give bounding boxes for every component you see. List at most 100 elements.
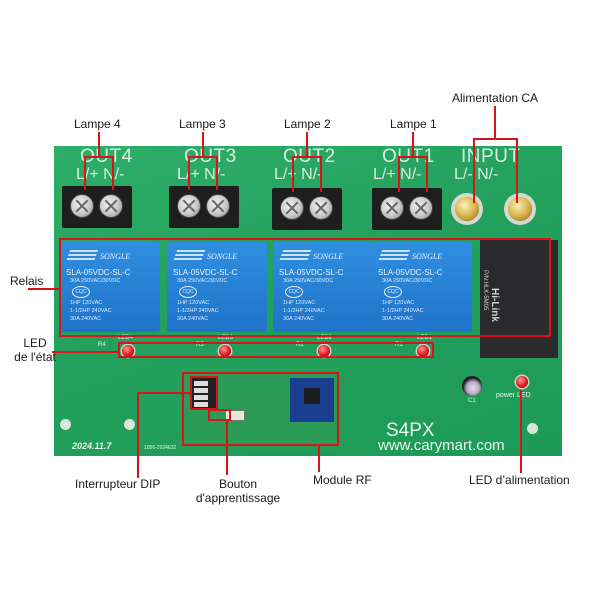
leader-line bbox=[137, 392, 139, 478]
relay-spec: 1HP 120VAC bbox=[70, 300, 103, 306]
leader-line bbox=[473, 138, 475, 203]
power-led-label: power LED bbox=[496, 392, 531, 399]
callout-lampe-3: Lampe 3 bbox=[179, 117, 226, 131]
relay-brand: SONGLE bbox=[313, 252, 344, 261]
learn-button[interactable] bbox=[225, 410, 245, 421]
board-website: www.carymart.com bbox=[378, 437, 505, 454]
rf-module-chip bbox=[290, 378, 334, 422]
leader-line bbox=[226, 421, 228, 475]
board-serial: 1056-2024632 bbox=[144, 445, 177, 451]
callout-bouton-line1: Bouton bbox=[218, 477, 258, 491]
leader-line bbox=[426, 156, 428, 192]
leader-line bbox=[112, 156, 114, 190]
leader-line bbox=[292, 156, 322, 158]
relay-brand: SONGLE bbox=[207, 252, 238, 261]
cqc-mark-icon: CQC bbox=[285, 286, 303, 298]
relay-spec: 30A 250VAC/30VDC bbox=[382, 278, 433, 284]
cqc-mark-icon: CQC bbox=[384, 286, 402, 298]
leader-line bbox=[398, 156, 400, 192]
relay-spec: 1-1/2HP 240VAC bbox=[382, 308, 424, 314]
callout-led-alimentation: LED d’alimentation bbox=[469, 473, 570, 487]
relay-model: SLA-05VDC-SL-C bbox=[173, 268, 238, 277]
callout-lampe-2: Lampe 2 bbox=[284, 117, 331, 131]
relay-brand: SONGLE bbox=[412, 252, 443, 261]
led-label: LED3 bbox=[218, 335, 234, 341]
dip-highlight-box bbox=[190, 376, 218, 410]
leader-line bbox=[188, 156, 218, 158]
leader-line bbox=[98, 132, 100, 157]
relay-spec: 30A 240VAC bbox=[283, 316, 315, 322]
leader-line bbox=[52, 351, 118, 353]
leader-line bbox=[473, 138, 518, 140]
cqc-mark-icon: CQC bbox=[179, 286, 197, 298]
screw-out2-n bbox=[309, 196, 333, 220]
relay-model: SLA-05VDC-SL-C bbox=[378, 268, 443, 277]
led-label: LED1 bbox=[417, 335, 433, 341]
status-led-2 bbox=[318, 345, 330, 357]
resistor-label: R3 bbox=[196, 342, 204, 348]
callout-lampe-1: Lampe 1 bbox=[390, 117, 437, 131]
leader-line bbox=[292, 156, 294, 192]
callout-led-etat-line1: LED bbox=[23, 336, 47, 350]
screw-out2-l bbox=[280, 196, 304, 220]
leader-line bbox=[84, 156, 86, 190]
relay-spec: 30A 240VAC bbox=[177, 316, 209, 322]
board-date: 2024.11.7 bbox=[72, 441, 112, 451]
callout-module-rf: Module RF bbox=[313, 473, 372, 487]
leader-line bbox=[188, 156, 190, 190]
leader-line bbox=[494, 106, 496, 139]
silk-out2-terms: L/+ N/- bbox=[274, 166, 323, 183]
screw-out1-n bbox=[409, 196, 433, 220]
leader-line bbox=[216, 156, 218, 190]
callout-lampe-4: Lampe 4 bbox=[74, 117, 121, 131]
callout-interrupteur-dip: Interrupteur DIP bbox=[75, 477, 161, 491]
leader-line bbox=[320, 156, 322, 192]
screw-out4-n bbox=[99, 194, 123, 218]
rf-module-highlight-box bbox=[182, 372, 339, 446]
resistor-label: R1 bbox=[395, 342, 403, 348]
relay-4: SONGLE SLA-05VDC-SL-C 30A 250VAC/30VDC C… bbox=[60, 242, 160, 332]
relay-brand: SONGLE bbox=[100, 252, 131, 261]
capacitor bbox=[462, 376, 482, 396]
relay-model: SLA-05VDC-SL-C bbox=[279, 268, 344, 277]
callout-led-etat-line2: de l'état bbox=[14, 350, 56, 364]
relay-2: SONGLE SLA-05VDC-SL-C 30A 250VAC/30VDC C… bbox=[273, 242, 373, 332]
mounting-hole bbox=[124, 419, 135, 430]
leader-line bbox=[412, 132, 414, 157]
learn-button-highlight-box bbox=[208, 409, 231, 421]
callout-bouton-apprentissage: Bouton d'apprentissage bbox=[188, 477, 288, 505]
relay-spec: 30A 240VAC bbox=[70, 316, 102, 322]
screw-out3-l bbox=[177, 194, 201, 218]
status-led-4 bbox=[122, 345, 134, 357]
board-model: S4PX bbox=[386, 420, 435, 441]
relay-spec: 1-1/2HP 240VAC bbox=[70, 308, 112, 314]
status-led-1 bbox=[417, 345, 429, 357]
leader-line bbox=[84, 156, 114, 158]
relay-spec: 1-1/2HP 240VAC bbox=[283, 308, 325, 314]
leader-line bbox=[516, 138, 518, 203]
relay-3: SONGLE SLA-05VDC-SL-C 30A 250VAC/30VDC C… bbox=[167, 242, 267, 332]
leader-line bbox=[318, 446, 320, 472]
screw-out4-l bbox=[70, 194, 94, 218]
led-label: LED4 bbox=[118, 335, 134, 341]
dip-switch[interactable] bbox=[190, 378, 218, 410]
callout-relais: Relais bbox=[10, 274, 44, 288]
mounting-hole bbox=[60, 419, 71, 430]
silk-out3-terms: L/+ N/- bbox=[177, 166, 226, 183]
resistor-label: R4 bbox=[98, 342, 106, 348]
relay-model: SLA-05VDC-SL-C bbox=[66, 268, 131, 277]
power-module: Hi-Link P/N:HLK-5M05 bbox=[480, 240, 558, 358]
mounting-hole bbox=[527, 423, 538, 434]
cap-label: C1 bbox=[468, 398, 476, 404]
callout-alimentation-ca: Alimentation CA bbox=[452, 91, 539, 105]
led-etat-highlight-box bbox=[118, 342, 434, 358]
resistor-label: R2 bbox=[296, 342, 304, 348]
silk-input: INPUT bbox=[461, 146, 521, 167]
silk-input-terms: L/- N/- bbox=[454, 166, 499, 183]
relay-spec: 1HP 120VAC bbox=[177, 300, 210, 306]
status-led-3 bbox=[219, 345, 231, 357]
power-led bbox=[516, 376, 528, 388]
screw-out3-n bbox=[206, 194, 230, 218]
relay-1: SONGLE SLA-05VDC-SL-C 30A 250VAC/30VDC C… bbox=[372, 242, 472, 332]
leader-line bbox=[137, 392, 190, 394]
